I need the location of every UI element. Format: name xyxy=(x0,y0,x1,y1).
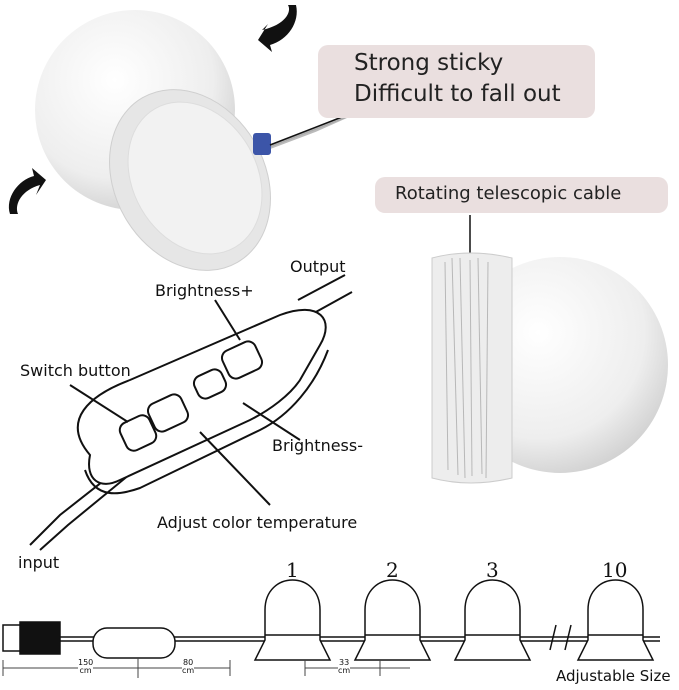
rotate-arrow-icon xyxy=(258,5,297,52)
light-strip-diagram xyxy=(2,579,660,678)
adjustable-size-label: Adjustable Size xyxy=(556,667,671,685)
bulb-outline-1 xyxy=(253,579,332,661)
label-output: Output xyxy=(290,257,346,276)
length-unit: cm xyxy=(79,666,92,675)
cable-callout: Rotating telescopic cable xyxy=(375,177,668,213)
label-brightness-minus: Brightness- xyxy=(272,436,363,455)
bulb-back-view xyxy=(35,10,361,271)
controller-leader-lines xyxy=(69,299,301,506)
bulb-outline-3 xyxy=(453,579,532,661)
length-unit: cm xyxy=(182,666,195,675)
label-color-temperature: Adjust color temperature xyxy=(157,513,358,532)
sticky-callout: Strong sticky Difficult to fall out xyxy=(318,45,595,118)
sticky-callout-line2: Difficult to fall out xyxy=(354,81,561,107)
bulb-number-3: 3 xyxy=(486,558,499,582)
label-input: input xyxy=(18,553,60,572)
bulb-number-10: 10 xyxy=(602,558,628,582)
bulb-side-view xyxy=(431,252,668,484)
bulb-number-2: 2 xyxy=(386,558,399,582)
rotate-arrow-icon xyxy=(8,168,47,214)
label-brightness-plus: Brightness+ xyxy=(155,281,254,300)
controller-drawing xyxy=(29,274,353,551)
length-unit: cm xyxy=(338,666,351,675)
sticky-callout-line1: Strong sticky xyxy=(354,50,504,76)
length-value: 33 xyxy=(339,658,350,667)
cable-callout-text: Rotating telescopic cable xyxy=(395,183,622,204)
length-value: 80 xyxy=(183,658,194,667)
bulb-outline-10 xyxy=(576,579,655,661)
bulb-number-1: 1 xyxy=(286,558,299,582)
bulb-outline-2 xyxy=(353,579,432,661)
label-switch-button: Switch button xyxy=(20,361,131,380)
length-value: 150 xyxy=(78,658,94,667)
